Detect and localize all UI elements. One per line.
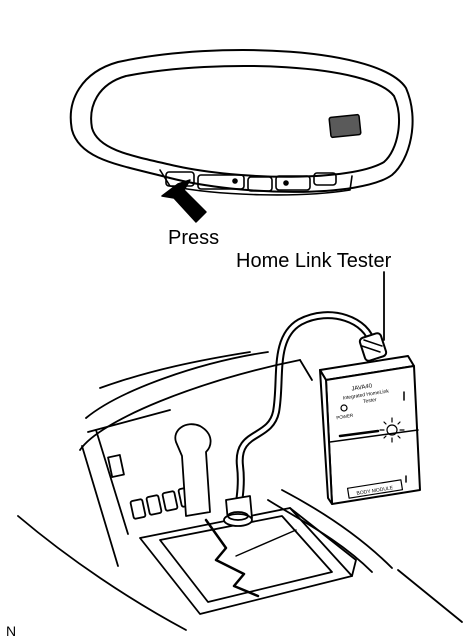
home-link-tester-device: JAVA40 Integrated HomeLink Tester POWER …: [319, 355, 421, 505]
rearview-mirror: [69, 49, 414, 196]
mirror-button-4: [275, 175, 311, 191]
home-link-tester-label: Home Link Tester: [236, 250, 392, 272]
corner-code-label: N: [6, 623, 17, 639]
shift-slot: [204, 518, 260, 598]
console-bay-left: [95, 429, 129, 535]
mirror-indicator-light: [328, 113, 362, 139]
console-inner-left: [81, 445, 119, 567]
mirror-button-3: [247, 176, 273, 192]
tester-model-text: JAVA40: [351, 383, 373, 392]
tester-name-line2: Tester: [363, 397, 378, 405]
tester-connector-plug: [223, 495, 253, 527]
dash-line-3: [99, 351, 251, 389]
dash-line-1: [79, 359, 301, 451]
dash-line-2: [85, 351, 269, 419]
press-label: Press: [168, 227, 220, 249]
mirror-button-5: [313, 172, 337, 186]
tester-power-label: POWER: [336, 413, 354, 421]
tester-bottom-text: BODY MODULE: [356, 485, 394, 497]
console-right-edge: [299, 359, 313, 381]
tester-cable: [234, 311, 388, 514]
console-left-edge: [17, 515, 187, 631]
shift-knob: [174, 423, 212, 517]
console-small-switch: [107, 454, 125, 478]
power-led-icon: [340, 404, 348, 412]
mirror-button-2: [197, 174, 245, 190]
mirror-housing: [69, 49, 414, 193]
center-console: [17, 351, 463, 631]
signal-light-icon: [379, 417, 405, 443]
press-arrow-icon: [161, 179, 207, 223]
